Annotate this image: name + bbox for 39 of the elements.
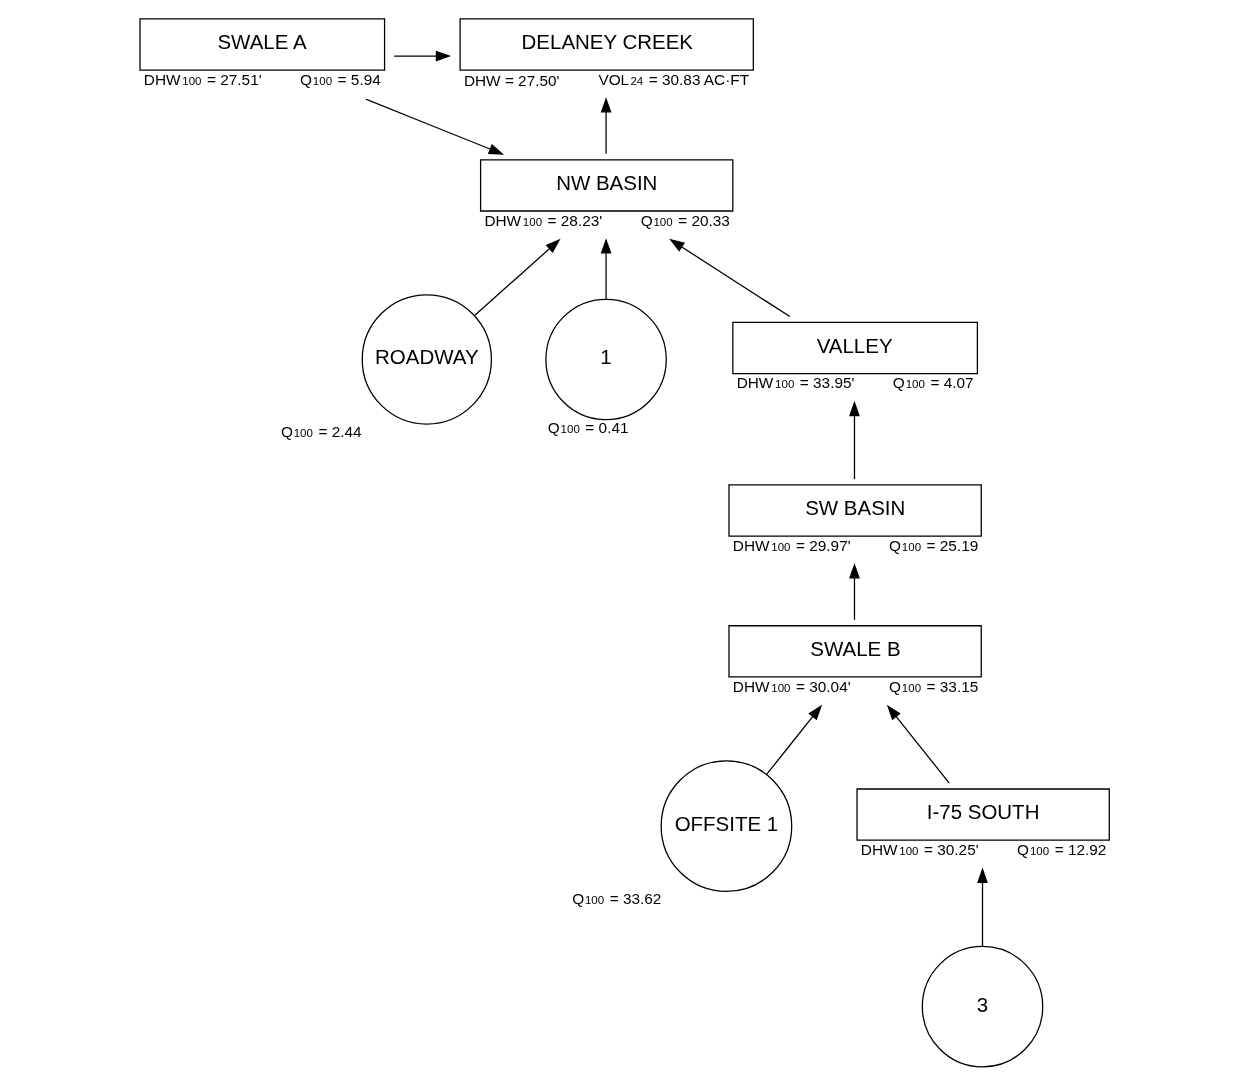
node-box: DELANEY CREEK [459, 18, 754, 71]
node-label: DHW100 = 27.51' [143, 70, 262, 88]
node-label: DHW = 27.50' [463, 72, 560, 90]
arrow [474, 238, 561, 316]
node-box: NW BASIN [479, 159, 734, 212]
node-circle: 1 [545, 298, 667, 421]
node-label: Q100 = 4.07 [892, 374, 974, 392]
node-box: SW BASIN [728, 484, 982, 537]
arrow [669, 238, 791, 318]
node-label: Q100 = 12.92 [1017, 841, 1107, 859]
node-label: Q100 = 20.33 [640, 211, 730, 229]
arrow [886, 704, 950, 784]
node-label: DHW100 = 28.23' [484, 211, 603, 229]
node-label: Q100 = 25.19 [889, 536, 979, 554]
arrow [600, 97, 612, 155]
node-label: VOL24 = 30.83 AC·FT [598, 70, 750, 88]
node-label: DHW100 = 33.95' [736, 374, 855, 392]
node-label: Q100 = 5.94 [300, 70, 381, 88]
node-label: DHW100 = 30.25' [860, 841, 979, 859]
arrow [365, 98, 505, 155]
node-box: I-75 SOUTH [856, 788, 1110, 841]
arrow [600, 238, 612, 300]
node-label: Q100 = 2.44 [280, 423, 362, 441]
arrow [849, 563, 860, 621]
node-box: SWALE B [728, 625, 982, 678]
arrow [849, 400, 860, 480]
node-label: DHW100 = 29.97' [732, 536, 851, 554]
node-box: VALLEY [732, 321, 979, 375]
arrow [977, 867, 988, 947]
node-label: Q100 = 0.41 [547, 418, 629, 436]
arrow [393, 50, 452, 62]
node-circle: OFFSITE 1 [660, 760, 793, 893]
node-label: DHW100 = 30.04' [732, 677, 851, 695]
node-label: Q100 = 33.62 [572, 890, 662, 908]
node-circle: 3 [921, 945, 1044, 1068]
node-label: Q100 = 33.15 [889, 677, 979, 695]
arrow [765, 704, 823, 776]
node-circle: ROADWAY [361, 294, 493, 425]
node-box: SWALE A [139, 18, 386, 71]
